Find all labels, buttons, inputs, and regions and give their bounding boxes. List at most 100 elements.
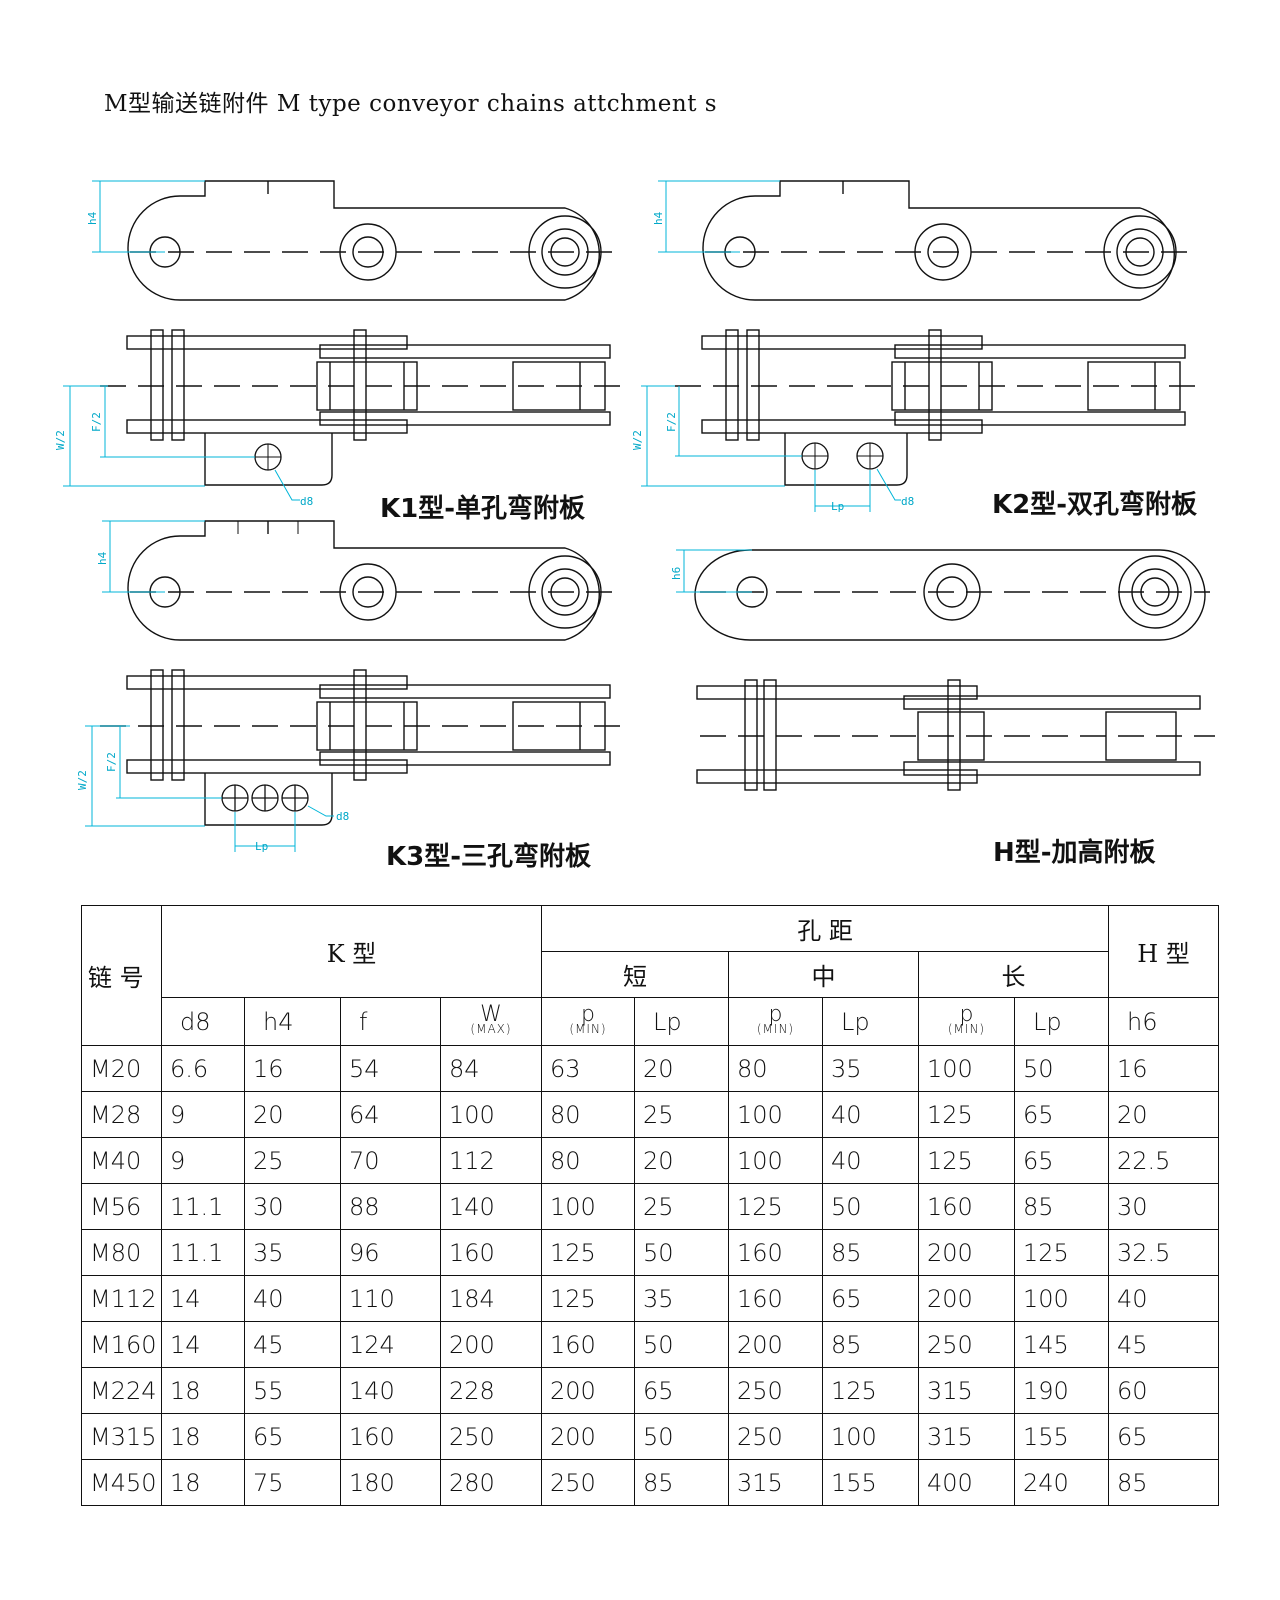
table-cell: 20	[1108, 1091, 1220, 1138]
table-cell: 155	[822, 1459, 919, 1506]
k1-caption: K1型-单孔弯附板	[380, 494, 586, 524]
table-cell: 160	[340, 1413, 441, 1460]
spec-table: 链 号 K 型 孔 距 H 型 短 中 长 d8 h4 f W(MAX) p(M…	[81, 905, 1220, 1506]
table-cell: 65	[822, 1275, 919, 1322]
table-cell: 40	[244, 1275, 341, 1322]
table-cell: 40	[822, 1091, 919, 1138]
table-cell: 80	[728, 1045, 823, 1092]
table-cell: 315	[918, 1413, 1015, 1460]
table-cell: 45	[1108, 1321, 1220, 1368]
table-cell: 240	[1013, 1459, 1110, 1506]
param-lp-short: Lp	[634, 997, 729, 1046]
k1-side-view: h4	[86, 180, 621, 301]
table-cell: 160	[728, 1275, 823, 1322]
table-cell: 65	[634, 1367, 729, 1414]
table-cell: 85	[822, 1229, 919, 1276]
table-cell: 65	[244, 1413, 341, 1460]
table-cell: 250	[728, 1367, 823, 1414]
table-cell: 125	[728, 1183, 823, 1230]
header-long: 长	[917, 951, 1110, 998]
table-cell: 65	[1013, 1091, 1110, 1138]
k1-top-view: W/2 F/2 d8	[54, 329, 631, 508]
table-cell: 30	[244, 1183, 341, 1230]
param-h4: h4	[244, 997, 341, 1046]
chain-number-cell: M28	[81, 1091, 162, 1138]
k1-w2-label: W/2	[54, 430, 67, 450]
k2-caption: K2型-双孔弯附板	[992, 490, 1198, 520]
table-cell: 50	[634, 1413, 729, 1460]
k2-top-view: W/2 F/2 Lp d8	[631, 329, 1206, 513]
chain-number-cell: M112	[81, 1275, 162, 1322]
table-cell: 25	[634, 1183, 729, 1230]
table-cell: 65	[1013, 1137, 1110, 1184]
table-cell: 75	[244, 1459, 341, 1506]
table-cell: 190	[1013, 1367, 1110, 1414]
param-lp-long: Lp	[1013, 997, 1110, 1046]
table-cell: 40	[822, 1137, 919, 1184]
table-cell: 32.5	[1108, 1229, 1220, 1276]
table-cell: 315	[918, 1367, 1015, 1414]
table-cell: 250	[541, 1459, 635, 1506]
header-hole-pitch: 孔 距	[540, 905, 1110, 952]
table-cell: 125	[541, 1229, 635, 1276]
table-cell: 125	[822, 1367, 919, 1414]
param-p-min-middle: p(MIN)	[728, 997, 823, 1046]
table-cell: 200	[541, 1367, 635, 1414]
k2-w2-label: W/2	[631, 430, 644, 450]
table-cell: 85	[634, 1459, 729, 1506]
table-cell: 65	[1108, 1413, 1220, 1460]
table-cell: 200	[728, 1321, 823, 1368]
k3-top-view: W/2 F/2 Lp d8	[76, 669, 631, 853]
table-cell: 50	[634, 1229, 729, 1276]
table-cell: 200	[440, 1321, 542, 1368]
k2-h4-label: h4	[652, 211, 665, 225]
chain-number-cell: M224	[81, 1367, 162, 1414]
table-cell: 50	[634, 1321, 729, 1368]
k2-lp-label: Lp	[831, 500, 844, 513]
table-cell: 63	[541, 1045, 635, 1092]
table-cell: 45	[244, 1321, 341, 1368]
table-cell: 160	[728, 1229, 823, 1276]
k3-lp-label: Lp	[255, 840, 268, 853]
table-cell: 30	[1108, 1183, 1220, 1230]
k3-f2-label: F/2	[105, 752, 118, 772]
table-cell: 160	[541, 1321, 635, 1368]
table-cell: 200	[918, 1275, 1015, 1322]
table-cell: 125	[541, 1275, 635, 1322]
table-cell: 60	[1108, 1367, 1220, 1414]
k3-w2-label: W/2	[76, 770, 89, 790]
table-cell: 20	[634, 1137, 729, 1184]
table-cell: 125	[1013, 1229, 1110, 1276]
table-cell: 400	[918, 1459, 1015, 1506]
chain-number-cell: M40	[81, 1137, 162, 1184]
chain-number-cell: M56	[81, 1183, 162, 1230]
param-w-max: W(MAX)	[440, 997, 542, 1046]
table-cell: 35	[822, 1045, 919, 1092]
table-cell: 180	[340, 1459, 441, 1506]
table-cell: 250	[728, 1413, 823, 1460]
table-cell: 96	[340, 1229, 441, 1276]
table-cell: 140	[340, 1367, 441, 1414]
table-cell: 80	[541, 1091, 635, 1138]
param-f: f	[340, 997, 441, 1046]
page-title: M型输送链附件 M type conveyor chains attchment…	[104, 91, 718, 117]
param-h6: h6	[1108, 997, 1220, 1046]
table-cell: 85	[822, 1321, 919, 1368]
table-cell: 160	[918, 1183, 1015, 1230]
header-middle: 中	[728, 951, 919, 998]
table-cell: 35	[634, 1275, 729, 1322]
table-cell: 18	[161, 1413, 245, 1460]
k2-d8-label: d8	[901, 495, 914, 508]
table-cell: 100	[541, 1183, 635, 1230]
table-cell: 16	[244, 1045, 341, 1092]
h-top-view	[696, 679, 1215, 791]
chain-number-cell: M20	[81, 1045, 162, 1092]
k1-h4-label: h4	[86, 211, 99, 225]
